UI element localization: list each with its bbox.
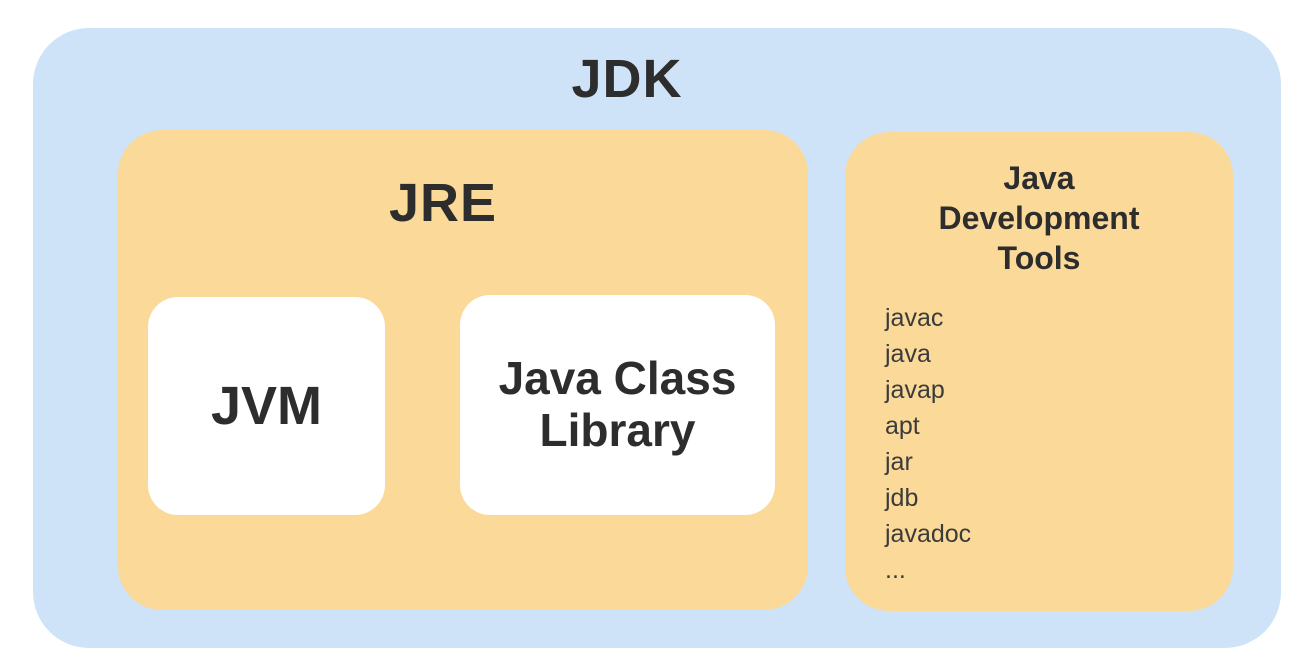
jre-container: JRE JVM Java Class Library <box>118 130 808 610</box>
jdk-label: JDK <box>571 49 683 109</box>
java-class-library-node: Java Class Library <box>460 295 775 515</box>
tool-item: java <box>885 340 931 368</box>
jvm-label: JVM <box>210 376 323 436</box>
tool-item: jdb <box>885 484 919 512</box>
tool-item: apt <box>885 412 920 440</box>
tools-list: javac java javap apt jar jdb javadoc... <box>885 300 1233 588</box>
tool-item: javadoc <box>885 520 972 548</box>
jre-label: JRE <box>388 173 498 233</box>
jdk-container: JDK JRE JVM Java Class Library Java Deve… <box>33 28 1281 648</box>
jvm-node: JVM <box>148 297 385 515</box>
java-development-tools-label: Java Development Tools <box>938 160 1140 276</box>
tool-item: javap <box>885 376 945 404</box>
java-development-tools-container: Java Development Tools javac java javap apt… <box>845 132 1233 611</box>
tool-item: jar <box>885 448 913 476</box>
java-class-library-label: Java Class Library <box>498 352 737 456</box>
tool-item: javac <box>885 304 944 332</box>
tool-item: ... <box>885 556 906 584</box>
